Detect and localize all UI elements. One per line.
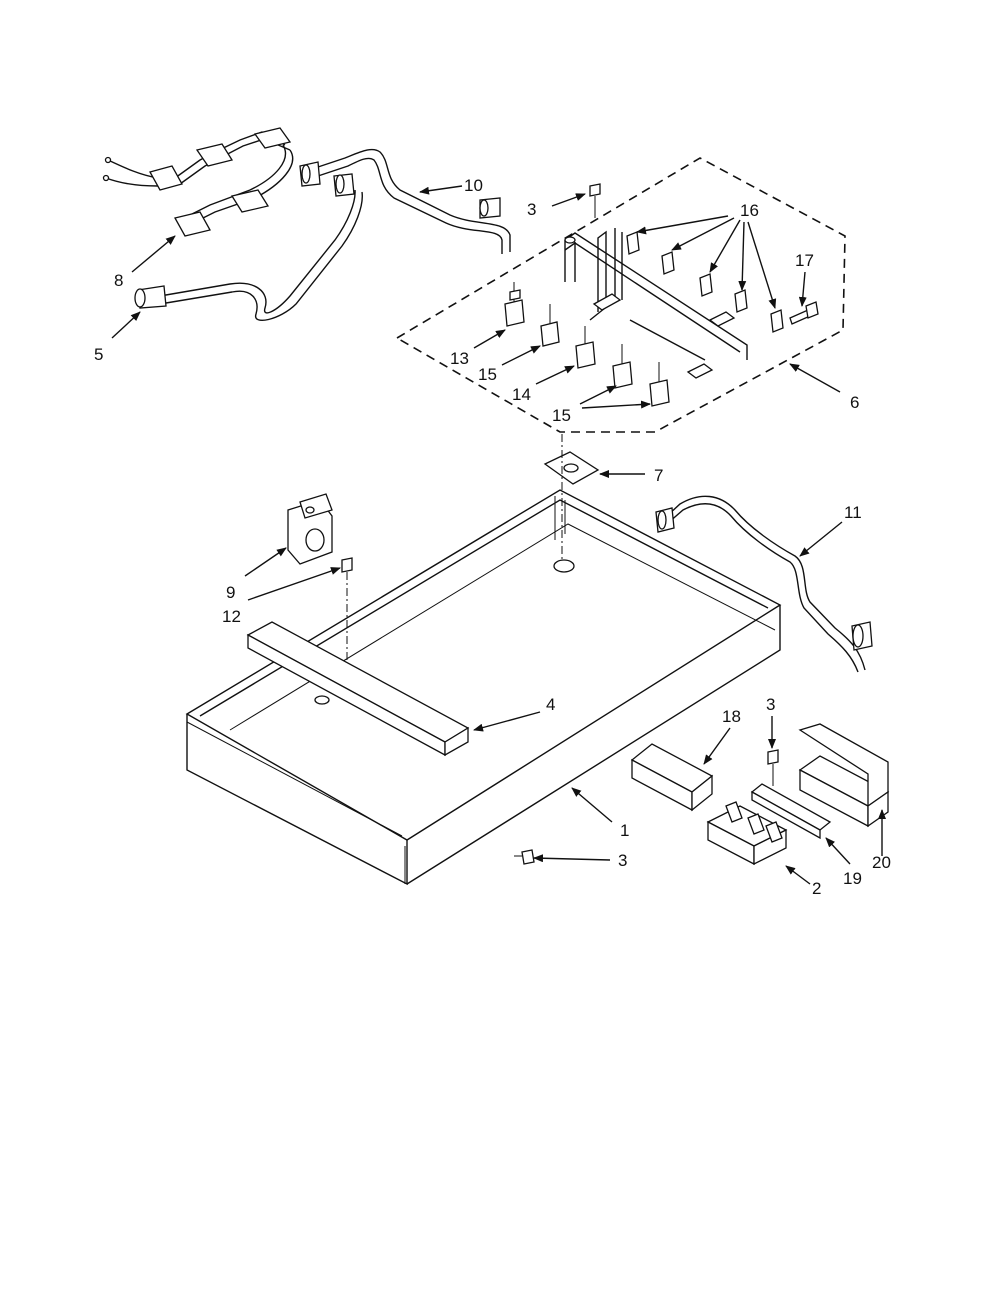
callout-5: 5 — [94, 345, 103, 364]
pressure-regulator-part — [287, 493, 333, 565]
callout-13: 13 — [450, 349, 469, 368]
gas-tube-part — [134, 173, 363, 322]
callout-4: 4 — [546, 695, 555, 714]
callout-17: 17 — [795, 251, 814, 270]
screw-part — [767, 749, 779, 786]
box-cover-part — [798, 723, 890, 828]
callout-2: 2 — [812, 879, 821, 898]
cross-bracket-part — [246, 621, 470, 757]
valve-part — [649, 362, 670, 407]
callout-3-top: 3 — [527, 200, 536, 219]
callout-20: 20 — [872, 853, 891, 872]
igniter-module-part — [706, 801, 788, 866]
bracket-part — [630, 743, 714, 812]
manifold-assembly-boundary — [395, 157, 846, 433]
manifold-assembly-part — [564, 228, 748, 379]
gas-tube-part — [299, 148, 511, 254]
callout-8: 8 — [114, 271, 123, 290]
screw-part — [341, 557, 353, 680]
valve-part — [504, 282, 525, 327]
gas-line-part — [655, 495, 873, 673]
callout-19: 19 — [843, 869, 862, 888]
screw-part — [514, 849, 535, 865]
burner-box-part — [185, 489, 782, 886]
callout-16: 16 — [740, 201, 759, 220]
mounting-bracket-part — [750, 783, 832, 840]
callout-7: 7 — [654, 466, 663, 485]
callout-3-bottom: 3 — [618, 851, 627, 870]
callout-12: 12 — [222, 607, 241, 626]
wire-harness-part — [102, 127, 294, 237]
screw-part — [789, 301, 819, 325]
callout-14: 14 — [512, 385, 531, 404]
callout-11: 11 — [844, 503, 862, 522]
callout-10: 10 — [464, 176, 483, 195]
callout-18: 18 — [722, 707, 741, 726]
callout-15-upper: 15 — [478, 365, 497, 384]
mounting-plate-part — [543, 451, 600, 485]
screw-part — [589, 183, 601, 218]
valve-part — [540, 304, 560, 347]
valve-part — [575, 326, 596, 369]
clip-part — [626, 231, 784, 333]
callout-arrows — [111, 185, 886, 885]
callout-labels: 8 5 10 3 16 17 13 15 14 15 6 7 11 9 12 4… — [94, 176, 891, 898]
callout-9: 9 — [226, 583, 235, 602]
callout-6: 6 — [850, 393, 859, 412]
valve-part — [612, 344, 633, 389]
callout-1: 1 — [620, 821, 629, 840]
callout-3-right: 3 — [766, 695, 775, 714]
callout-15-lower: 15 — [552, 406, 571, 425]
